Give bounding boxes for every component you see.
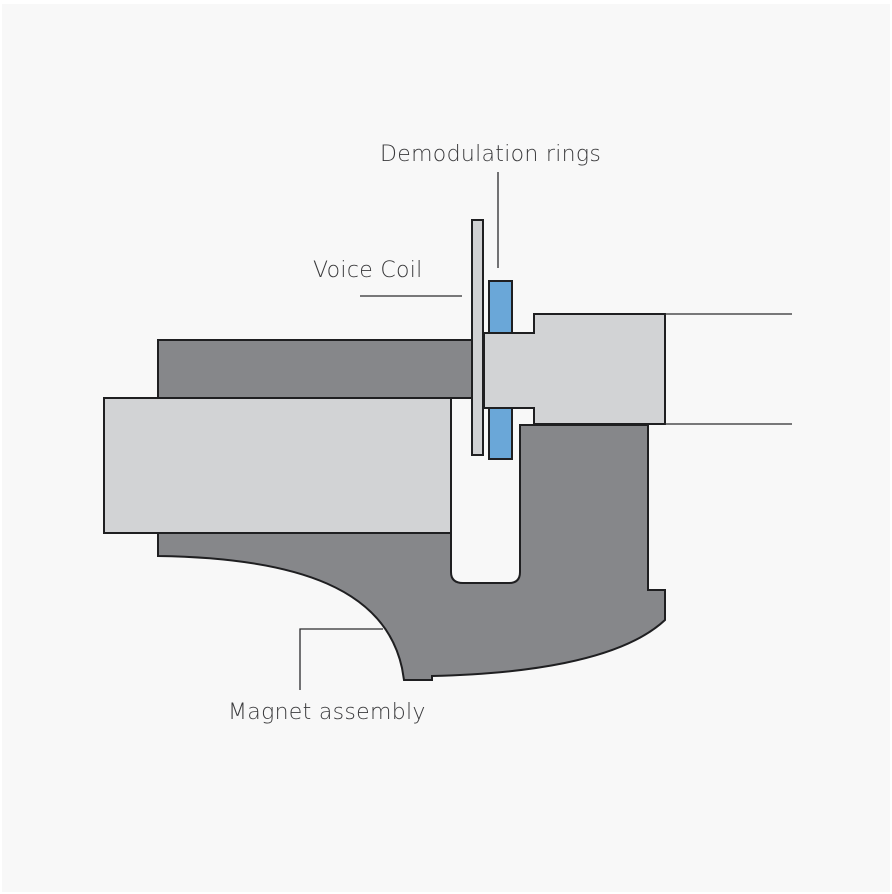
demodulation-rings-label: Demodulation rings: [380, 142, 601, 167]
magnet-assembly-label: Magnet assembly: [228, 700, 426, 725]
magnet-assembly-body: [157, 424, 666, 681]
demodulation-ring-upper: [488, 280, 513, 334]
pole-extension: [665, 313, 792, 425]
top-plate: [157, 339, 473, 399]
demodulation-ring-lower: [488, 407, 513, 460]
magnet-assembly-leader: [299, 628, 383, 690]
voice-coil: [471, 219, 484, 456]
voice-coil-label: Voice Coil: [313, 258, 423, 283]
left-pole-block: [103, 397, 452, 534]
